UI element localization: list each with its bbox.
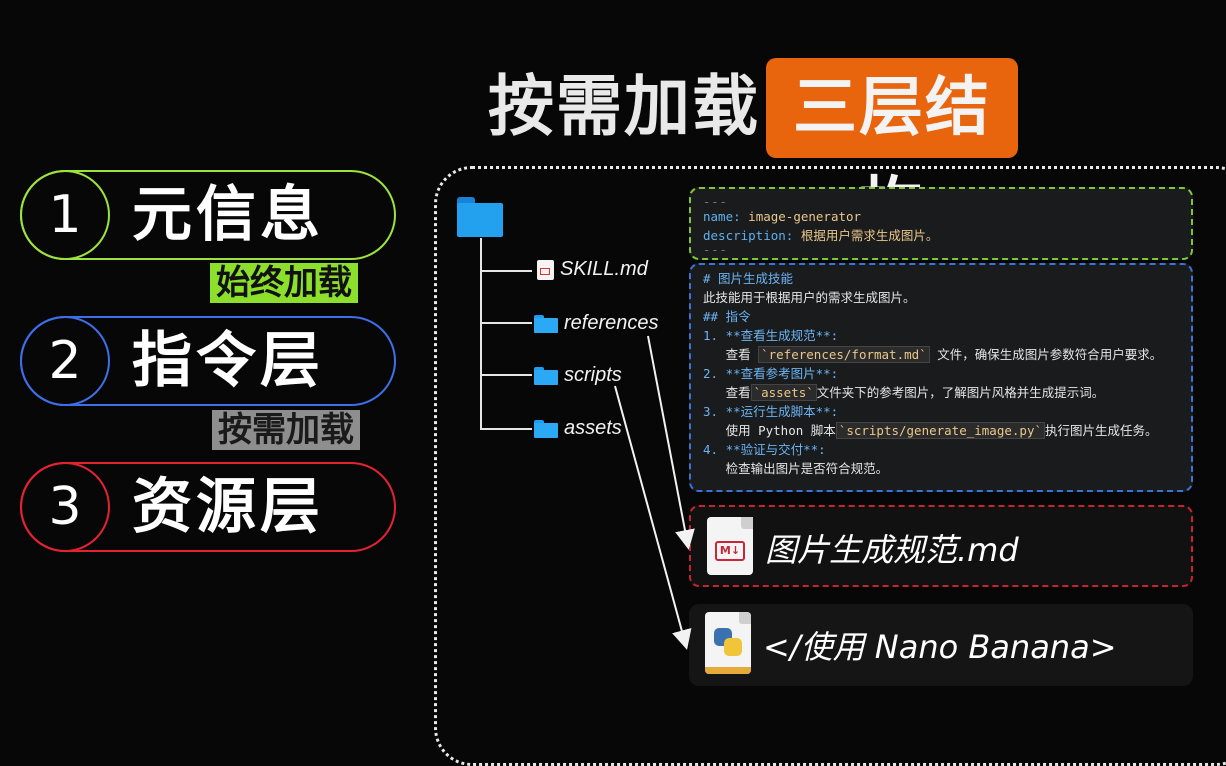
meta-description-line: description: 根据用户需求生成图片。	[703, 228, 939, 243]
markdown-file-icon	[537, 259, 554, 280]
folder-icon[interactable]	[457, 197, 503, 237]
tree-branch	[480, 270, 532, 272]
tree-item-assets[interactable]: assets	[534, 417, 622, 440]
instruction-box: # 图片生成技能 此技能用于根据用户的需求生成图片。 ## 指令 1. **查看…	[689, 263, 1193, 492]
folder-icon	[534, 419, 558, 438]
resource-md-name: 图片生成规范.md	[765, 531, 1019, 569]
step-4-body: 检查输出图片是否符合规范。	[703, 461, 889, 476]
step-4-title: 4. **验证与交付**:	[703, 442, 826, 457]
folder-icon	[534, 366, 558, 385]
instruction-h2: ## 指令	[703, 309, 751, 324]
tree-item-scripts[interactable]: scripts	[534, 364, 622, 387]
tree-item-label: scripts	[564, 364, 622, 386]
tree-branch	[480, 374, 532, 376]
layer-2-pill: 2 指令层	[20, 316, 396, 406]
layer-3-number: 3	[20, 462, 110, 552]
instruction-intro: 此技能用于根据用户的需求生成图片。	[703, 290, 916, 305]
meta-name-line: name: image-generator	[703, 209, 862, 224]
frontmatter-dash: ---	[703, 243, 728, 257]
resource-md-box[interactable]: M↓ 图片生成规范.md	[689, 505, 1193, 587]
step-3-title: 3. **运行生成脚本**:	[703, 404, 839, 419]
step-3-body: 使用 Python 脚本`scripts/generate_image.py`执…	[703, 422, 1158, 439]
step-2-body: 查看`assets`文件夹下的参考图片，了解图片风格并生成提示词。	[703, 384, 1105, 401]
layer-2-label: 指令层	[132, 326, 324, 396]
layer-1-pill: 1 元信息	[20, 170, 396, 260]
tree-branch	[480, 322, 532, 324]
layer-1-label: 元信息	[132, 180, 324, 250]
step-2-title: 2. **查看参考图片**:	[703, 366, 839, 381]
tree-item-skill-md[interactable]: SKILL.md	[537, 258, 648, 281]
resource-py-box[interactable]: </使用 Nano Banana>	[689, 604, 1193, 686]
frontmatter-dash: ---	[703, 195, 728, 209]
page-title: 按需加载	[488, 68, 760, 145]
tree-trunk	[480, 238, 482, 430]
python-file-icon	[705, 612, 751, 674]
folder-icon	[534, 314, 558, 333]
step-1-title: 1. **查看生成规范**:	[703, 328, 839, 343]
tree-branch	[480, 428, 532, 430]
resource-py-name: </使用 Nano Banana>	[763, 628, 1117, 666]
layer-3-pill: 3 资源层	[20, 462, 396, 552]
step-1-body: 查看 `references/format.md` 文件，确保生成图片参数符合用…	[703, 346, 1163, 363]
layer-1-tag: 始终加载	[210, 263, 358, 303]
layer-1-number: 1	[20, 170, 110, 260]
tree-item-label: assets	[564, 417, 622, 439]
layer-2-number: 2	[20, 316, 110, 406]
instruction-h1: # 图片生成技能	[703, 271, 794, 286]
tree-item-references[interactable]: references	[534, 312, 659, 335]
tree-item-label: references	[564, 312, 659, 334]
metadata-box: --- name: image-generator description: 根…	[689, 187, 1193, 260]
layer-2-tag: 按需加载	[212, 410, 360, 450]
layer-3-label: 资源层	[132, 472, 324, 542]
tree-item-label: SKILL.md	[560, 258, 648, 280]
markdown-file-icon: M↓	[707, 517, 753, 575]
title-badge: 三层结构	[766, 58, 1018, 245]
